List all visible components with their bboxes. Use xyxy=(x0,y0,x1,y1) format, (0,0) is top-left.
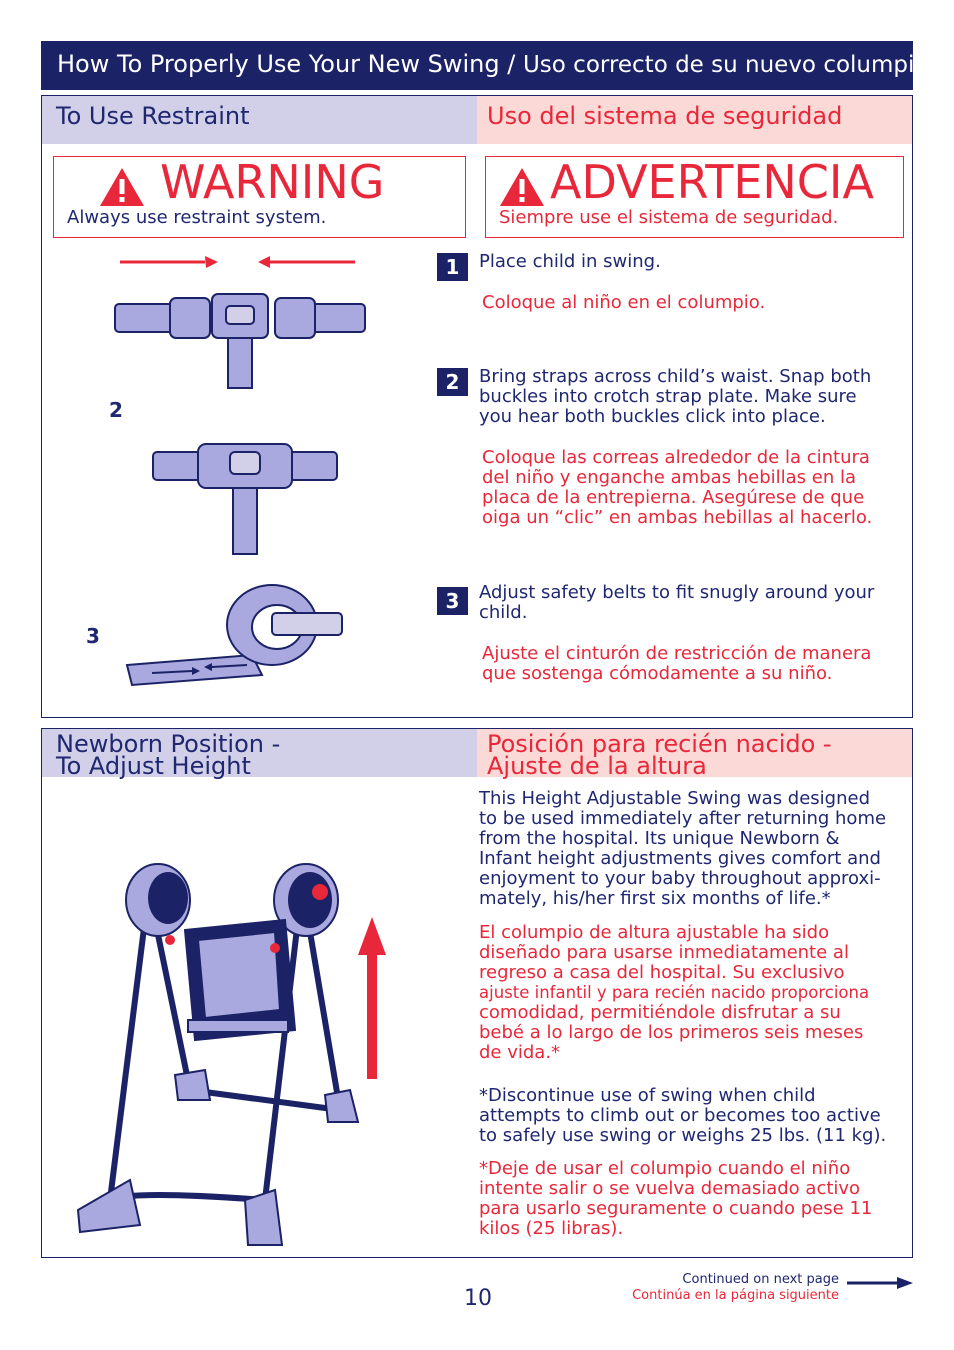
step-2-text-es: Coloque las correas alrededor de la cint… xyxy=(482,447,873,528)
step-number-1: 1 xyxy=(437,253,468,281)
restraint-header-es: Uso del sistema de seguridad xyxy=(477,96,912,144)
figure-label-2: 2 xyxy=(109,398,123,422)
warning-text-es: Siempre use el sistema de seguridad. xyxy=(499,207,839,228)
continued-note: Continued on next page Continúa en la pá… xyxy=(632,1272,839,1303)
restraint-section xyxy=(41,95,913,718)
step-3-text-es: Ajuste el cinturón de restricción de man… xyxy=(482,643,872,684)
banner-title-es: Uso correcto de su nuevo columpio xyxy=(522,52,929,78)
step-1-text-en: Place child in swing. xyxy=(479,251,661,272)
newborn-paragraph-es: El columpio de altura ajustable ha sido … xyxy=(479,922,870,1063)
banner-title-en: How To Properly Use Your New Swing / xyxy=(57,50,516,78)
buckle-closed-illustration xyxy=(152,443,338,555)
step-1-text-es: Coloque al niño en el columpio. xyxy=(482,292,766,313)
up-arrow-icon xyxy=(358,917,386,1079)
newborn-section xyxy=(41,728,913,1258)
newborn-note-es: *Deje de usar el columpio cuando el niño… xyxy=(479,1158,873,1239)
warning-box-es: ADVERTENCIA Siempre use el sistema de se… xyxy=(485,156,904,238)
newborn-note-en: *Discontinue use of swing when child att… xyxy=(479,1085,887,1146)
newborn-header-es: Posición para recién nacido - Ajuste de … xyxy=(477,729,912,778)
buckle-open-illustration xyxy=(114,256,366,389)
restraint-header-en: To Use Restraint xyxy=(42,96,477,144)
page-banner: How To Properly Use Your New Swing / Uso… xyxy=(41,41,928,90)
warning-text-en: Always use restraint system. xyxy=(67,207,327,228)
figure-label-3: 3 xyxy=(86,624,100,648)
belt-adjust-illustration xyxy=(125,584,343,687)
newborn-paragraph-en: This Height Adjustable Swing was designe… xyxy=(479,788,887,909)
warning-triangle-icon xyxy=(500,168,544,206)
swing-illustration xyxy=(76,863,360,1246)
step-3-text-en: Adjust safety belts to fit snugly around… xyxy=(479,582,875,623)
page-number: 10 xyxy=(464,1286,492,1311)
step-number-2: 2 xyxy=(437,368,468,396)
newborn-header-en: Newborn Position - To Adjust Height xyxy=(42,729,477,778)
warning-word-en: WARNING xyxy=(160,155,385,209)
step-2-text-en: Bring straps across child’s waist. Snap … xyxy=(479,366,872,427)
continue-arrow-icon xyxy=(847,1277,913,1289)
warning-triangle-icon xyxy=(100,168,144,206)
step-number-3: 3 xyxy=(437,587,468,615)
warning-word-es: ADVERTENCIA xyxy=(550,155,874,209)
warning-box-en: WARNING Always use restraint system. xyxy=(53,156,466,238)
